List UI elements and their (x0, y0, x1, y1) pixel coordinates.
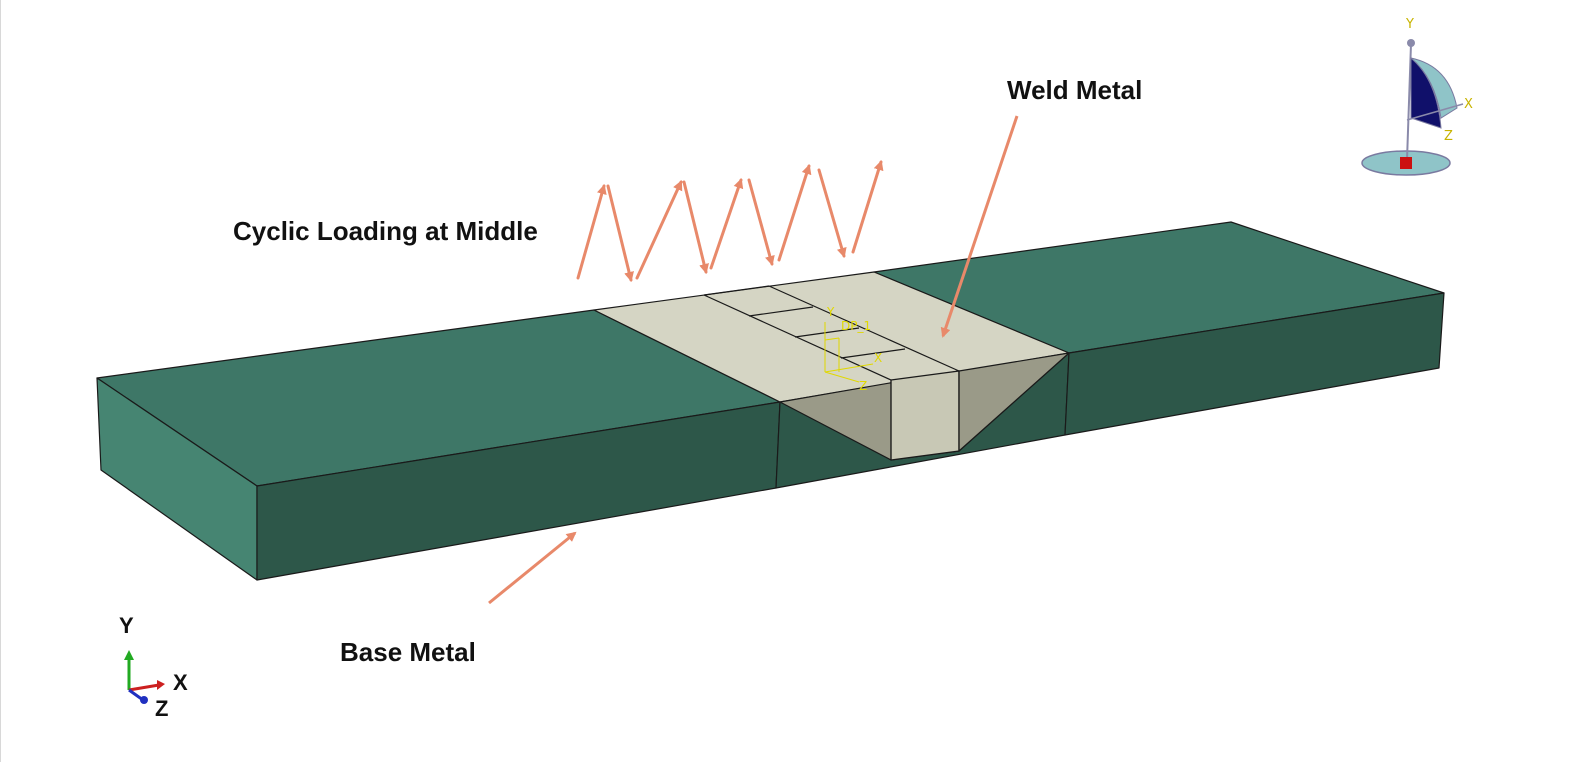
datum-y-label: Y (826, 305, 835, 319)
load-arrow-up (709, 178, 744, 270)
global-axis-triad: Y X Z (119, 613, 188, 721)
triad-z-label: Z (155, 696, 168, 721)
weld-root-face (890, 370, 960, 461)
weld-metal-zone[interactable] (593, 271, 1070, 461)
cyclic-loading-label: Cyclic Loading at Middle (233, 216, 538, 246)
base-metal-label: Base Metal (340, 637, 476, 667)
triad-x-label: X (173, 670, 188, 695)
load-arrow-down (682, 180, 709, 274)
cyclic-loading-arrows (576, 160, 884, 282)
base-front-right (1064, 292, 1445, 436)
base-metal-plate[interactable] (96, 221, 1445, 581)
datum-z-label: Z (859, 379, 867, 393)
weld-metal-pointer (940, 115, 1019, 338)
load-arrow-down (817, 168, 847, 258)
load-arrow-down (606, 184, 634, 282)
datum-csys-label: DP_1 (841, 319, 871, 333)
view-compass[interactable]: Y X Z (1361, 17, 1473, 176)
compass-z-label: Z (1444, 129, 1453, 144)
compass-yz-plane (1410, 57, 1458, 119)
compass-x-label: X (1464, 97, 1473, 112)
load-arrow-up (777, 164, 812, 262)
compass-y-label: Y (1405, 17, 1414, 32)
triad-y-label: Y (119, 613, 134, 638)
datum-csys: DP_1 Y X Z (824, 305, 882, 393)
base-metal-pointer (488, 531, 577, 605)
load-arrow-up (635, 180, 683, 280)
datum-x-label: X (874, 351, 882, 365)
weld-metal-label: Weld Metal (1007, 75, 1142, 105)
load-arrow-up (576, 184, 607, 280)
compass-origin-marker (1400, 157, 1412, 169)
load-arrow-up (851, 160, 884, 254)
load-arrow-down (747, 178, 775, 266)
